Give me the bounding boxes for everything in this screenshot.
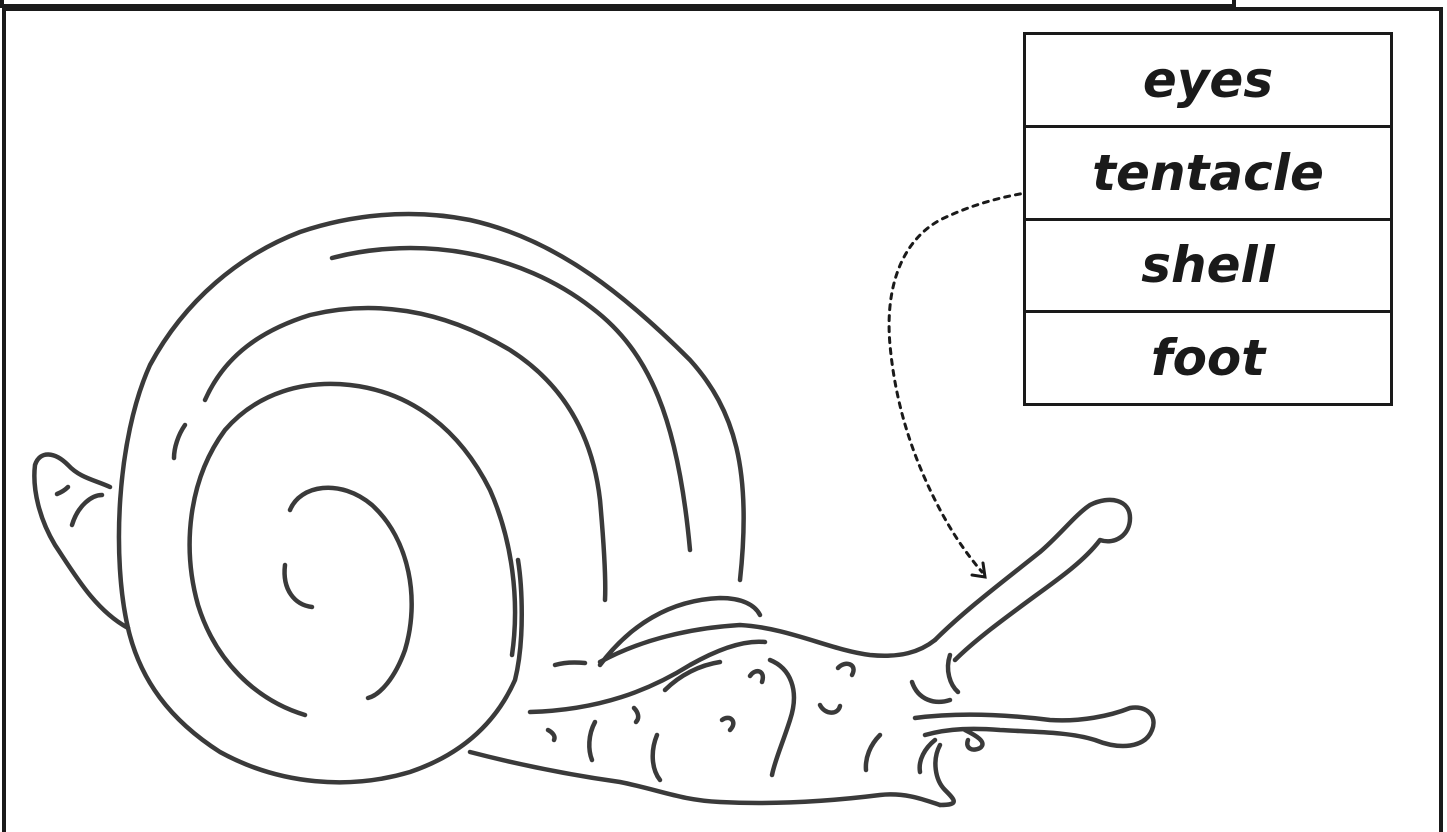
body-fold-2 (653, 735, 660, 780)
shell-mark-1 (174, 425, 185, 458)
lower-tentacle (915, 707, 1153, 746)
shell-outline (119, 214, 744, 628)
body-neck (600, 625, 935, 662)
shell-whorl-2 (332, 248, 690, 550)
body-spot-2 (838, 664, 854, 675)
shell-whorl-3 (190, 384, 515, 715)
label-tentacle[interactable]: tentacle (1026, 128, 1390, 221)
body-spot-1 (750, 671, 763, 682)
label-foot[interactable]: foot (1026, 313, 1390, 403)
label-eyes[interactable]: eyes (1026, 35, 1390, 128)
arrow-head (972, 563, 985, 577)
shell-whorl-4 (290, 488, 412, 698)
upper-tentacle (935, 500, 1130, 660)
body-spot-5 (634, 708, 638, 722)
foot-tail (34, 454, 128, 628)
body-spot-4 (722, 718, 733, 730)
body-fold-4 (770, 660, 794, 775)
body-spot-6 (548, 730, 555, 740)
chin-mark (920, 740, 935, 772)
body-spot-3 (820, 705, 840, 713)
foot-tail-mark-2 (57, 487, 68, 494)
body-fold-5 (866, 735, 880, 770)
body-bottom (470, 752, 940, 805)
mouth-2 (965, 730, 982, 750)
label-shell[interactable]: shell (1026, 221, 1390, 314)
mouth (935, 745, 953, 805)
shell-lower-outline (128, 560, 522, 782)
shell-center (285, 565, 312, 607)
body-underside (530, 642, 765, 712)
body-fold-1 (555, 662, 585, 665)
label-word-bank: eyes tentacle shell foot (1023, 32, 1393, 406)
body-fold-3 (589, 722, 595, 760)
foot-tail-mark (72, 495, 102, 525)
head-outline (912, 682, 950, 702)
